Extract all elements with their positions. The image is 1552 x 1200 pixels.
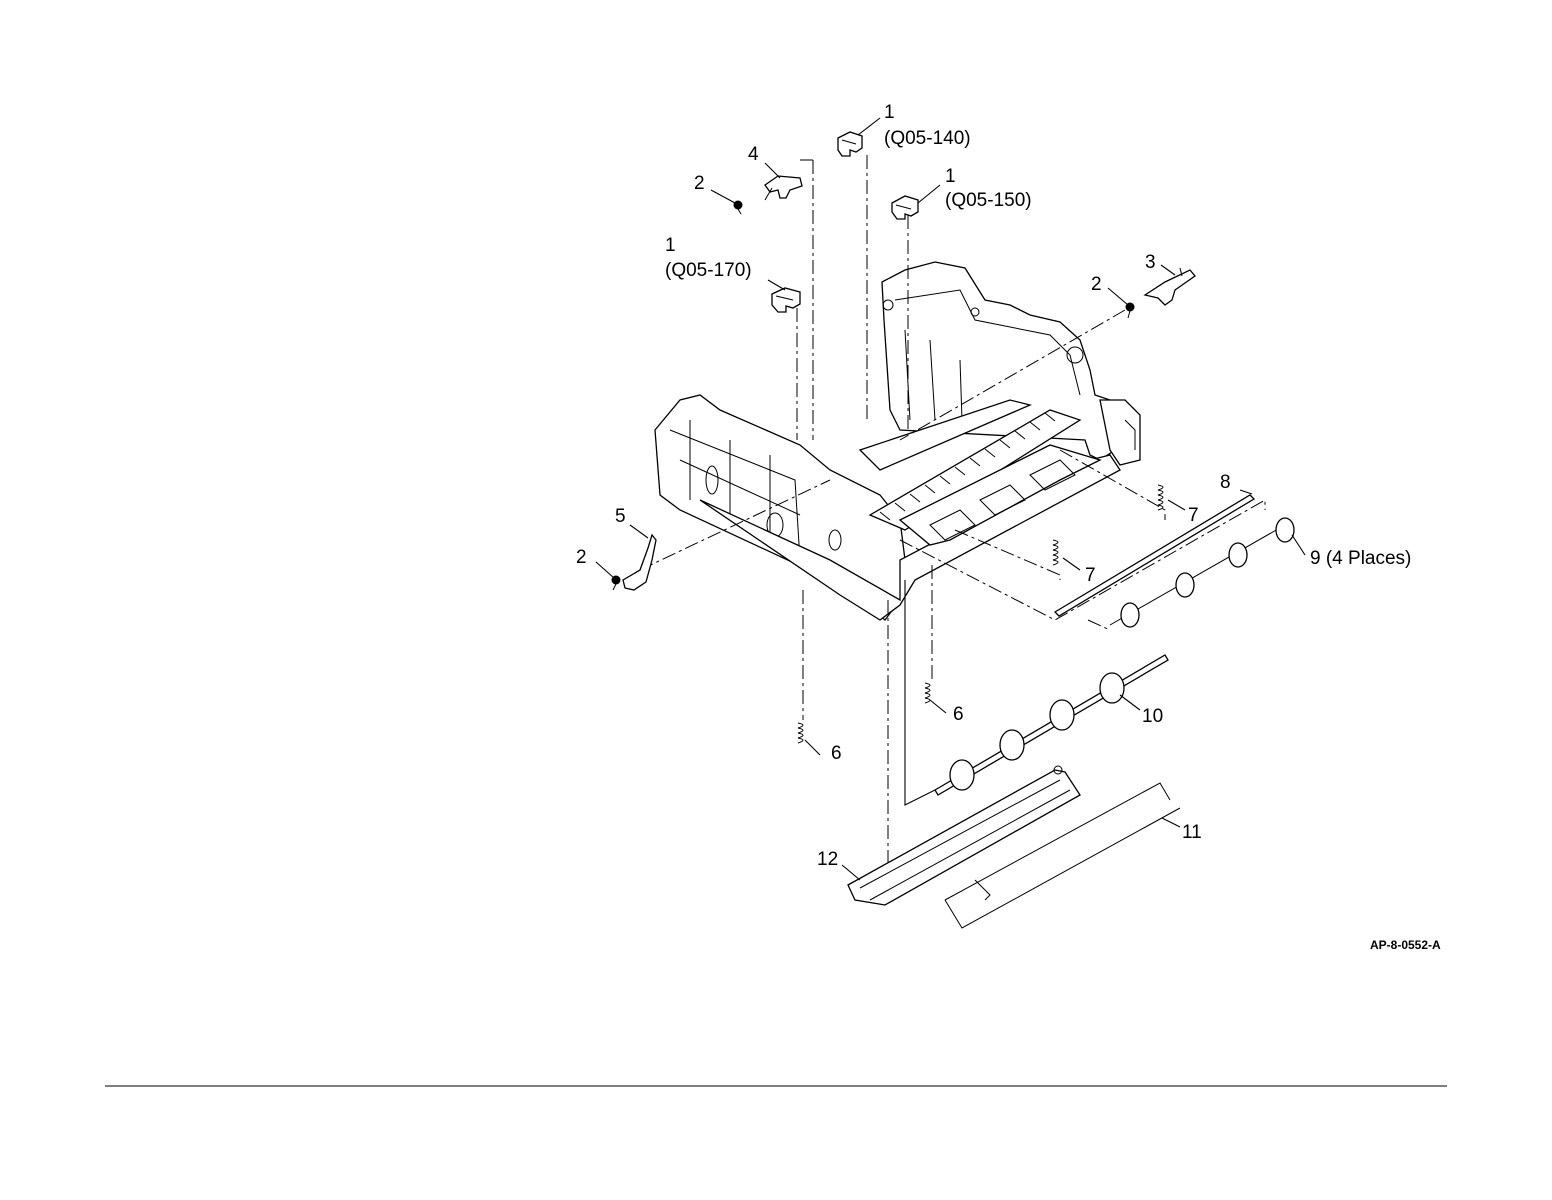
callout-6-left: 6	[831, 743, 842, 764]
callout-1-q05-140: 1(Q05-140)	[884, 102, 971, 149]
callout-7-right: 7	[1188, 505, 1199, 526]
callout-3: 3	[1145, 252, 1156, 273]
callout-1-q05-170: 1(Q05-170)	[665, 235, 752, 281]
main-frame-assembly	[655, 262, 1140, 620]
sensor-part-1-q05-150	[892, 196, 918, 219]
callout-2-left: 2	[576, 547, 587, 568]
spring-parts-6	[798, 683, 930, 743]
actuator-part-3	[1145, 268, 1195, 305]
shaft-part-8	[1055, 495, 1254, 616]
callout-10: 10	[1142, 706, 1163, 727]
sensor-part-1-q05-170	[772, 288, 800, 312]
callout-8: 8	[1220, 472, 1231, 493]
callout-1-q05-150: 1(Q05-150)	[945, 166, 1032, 211]
callout-2-top-left: 2	[694, 173, 705, 194]
callout-12: 12	[817, 849, 838, 870]
callout-6-right: 6	[953, 704, 964, 725]
callout-11: 11	[1182, 822, 1202, 843]
callout-9: 9 (4 Places)	[1310, 548, 1411, 569]
callout-2-right: 2	[1091, 274, 1102, 295]
figure-code: AP-8-0552-A	[1370, 938, 1441, 952]
callout-5: 5	[615, 506, 626, 527]
callout-4: 4	[748, 144, 759, 165]
callout-7-center: 7	[1085, 565, 1096, 586]
actuator-part-4	[765, 176, 802, 200]
actuator-part-5	[623, 535, 656, 590]
sensor-part-1-q05-140	[838, 132, 862, 156]
